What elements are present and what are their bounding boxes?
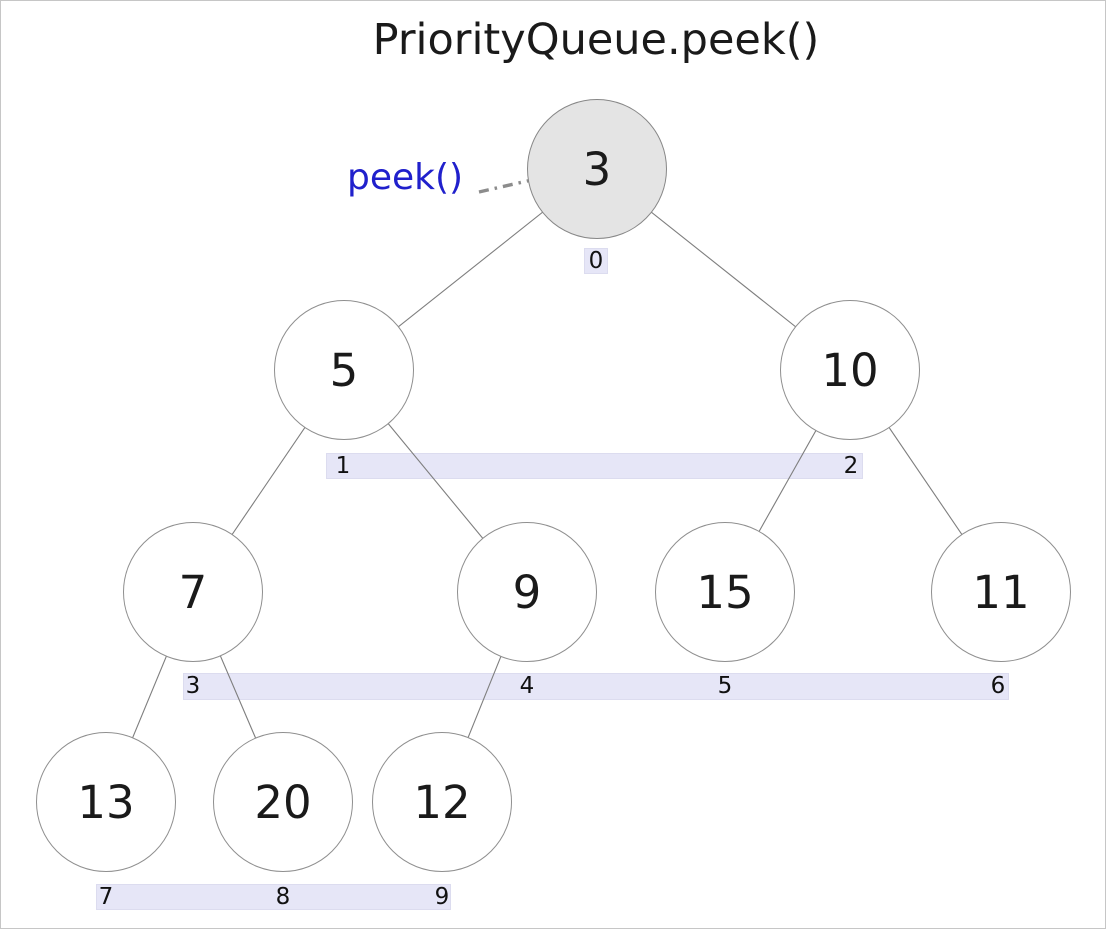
- index-band-level-3: [96, 884, 451, 910]
- peek-arrow-shaft: [478, 172, 559, 194]
- heap-node-12: 12: [372, 732, 512, 872]
- diagram-title: PriorityQueue.peek(): [372, 15, 820, 65]
- index-band-level-1: [326, 453, 863, 479]
- peek-annotation: peek(): [347, 157, 464, 198]
- index-label-7: 7: [98, 884, 114, 910]
- index-label-9: 9: [434, 884, 450, 910]
- heap-node-9: 9: [457, 522, 597, 662]
- index-band-level-2: [183, 673, 1009, 700]
- index-band-level-0: [584, 248, 608, 274]
- heap-node-5: 5: [274, 300, 414, 440]
- heap-node-10: 10: [780, 300, 920, 440]
- index-label-0: 0: [588, 248, 604, 274]
- heap-node-11: 11: [931, 522, 1071, 662]
- index-label-1: 1: [335, 453, 351, 479]
- index-label-8: 8: [275, 884, 291, 910]
- heap-node-15: 15: [655, 522, 795, 662]
- index-label-2: 2: [843, 453, 859, 479]
- index-label-5: 5: [717, 673, 733, 699]
- heap-node-root: 3: [527, 99, 667, 239]
- index-label-6: 6: [990, 673, 1006, 699]
- heap-node-7: 7: [123, 522, 263, 662]
- heap-node-20: 20: [213, 732, 353, 872]
- heap-node-13: 13: [36, 732, 176, 872]
- index-label-3: 3: [185, 673, 201, 699]
- index-label-4: 4: [519, 673, 535, 699]
